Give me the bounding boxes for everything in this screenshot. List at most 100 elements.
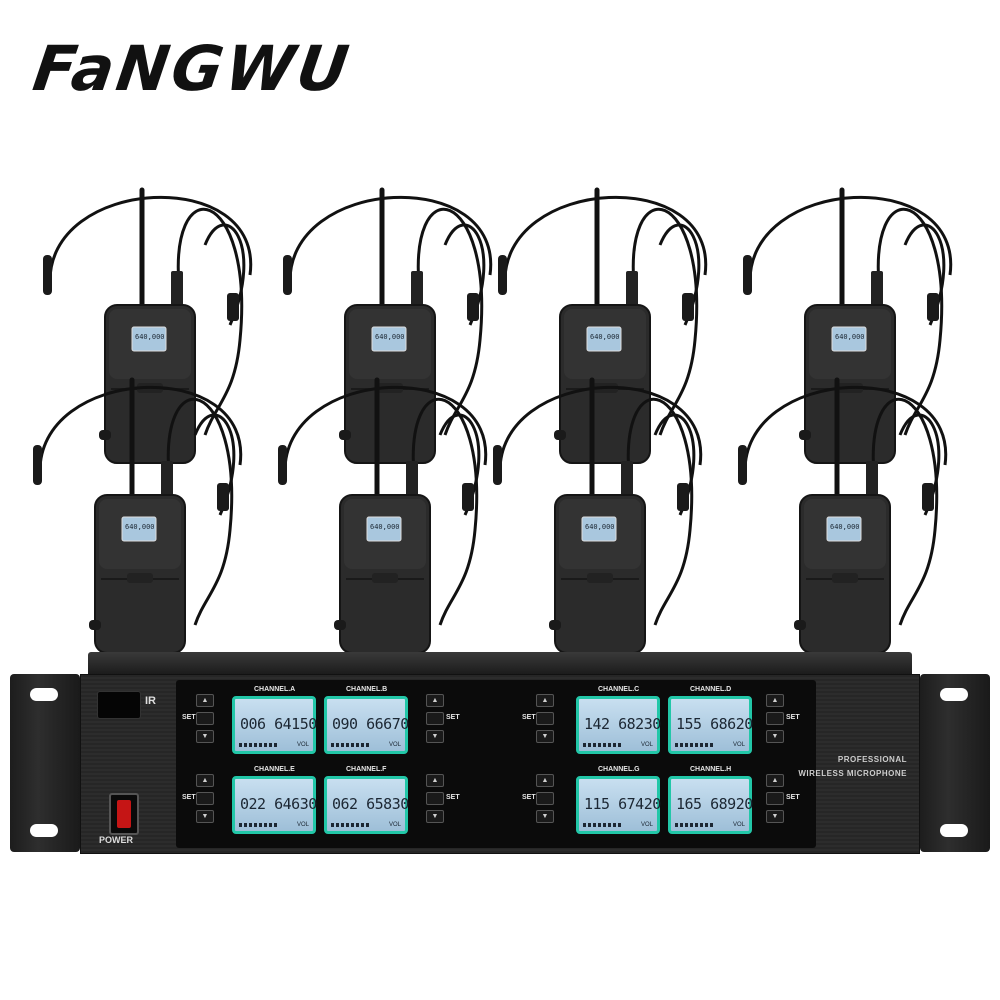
- vol-label: VOL: [388, 822, 401, 828]
- ear-hook: [738, 445, 747, 485]
- lapel-clip: [99, 430, 111, 440]
- down-button[interactable]: ▼: [426, 810, 444, 823]
- battery-latch: [832, 573, 858, 583]
- brand-line-2: WIRELESS MICROPHONE: [798, 769, 907, 778]
- channel-label: CHANNEL.B: [346, 686, 388, 693]
- transmitter-display: 640,000: [125, 523, 155, 531]
- ear-hook: [498, 255, 507, 295]
- up-button[interactable]: ▲: [536, 774, 554, 787]
- mic-connector: [171, 271, 183, 307]
- down-button[interactable]: ▼: [196, 730, 214, 743]
- up-button[interactable]: ▲: [536, 694, 554, 707]
- transmitter-screen: [831, 326, 867, 352]
- receiver-top: [88, 652, 912, 674]
- set-button[interactable]: [766, 712, 784, 725]
- down-button[interactable]: ▼: [196, 810, 214, 823]
- set-label: SET: [522, 794, 536, 801]
- transmitter-screen: [366, 516, 402, 542]
- mic-cable: [411, 397, 479, 626]
- down-button[interactable]: ▼: [766, 810, 784, 823]
- rf-level-bar: [239, 743, 279, 747]
- set-button[interactable]: [536, 712, 554, 725]
- transmitter-display: 640,000: [830, 523, 860, 531]
- rack-ear-right: [920, 674, 990, 852]
- mount-hole: [30, 824, 58, 837]
- mic-cable: [176, 207, 244, 436]
- frequency-readout: 165 68920: [676, 795, 753, 813]
- up-button[interactable]: ▲: [766, 694, 784, 707]
- set-label: SET: [182, 714, 196, 721]
- transmitter-display: 640,000: [590, 333, 620, 341]
- transmitter-screen: [826, 516, 862, 542]
- up-button[interactable]: ▲: [196, 774, 214, 787]
- transmitter-display: 640,000: [375, 333, 405, 341]
- up-button[interactable]: ▲: [426, 774, 444, 787]
- mount-hole: [940, 688, 968, 701]
- ear-hook: [278, 445, 287, 485]
- lapel-clip: [794, 620, 806, 630]
- mic-cable: [631, 207, 699, 436]
- transmitter-display: 640,000: [370, 523, 400, 531]
- up-button[interactable]: ▲: [196, 694, 214, 707]
- mic-boom: [203, 223, 246, 326]
- up-button[interactable]: ▲: [426, 694, 444, 707]
- battery-latch: [372, 573, 398, 583]
- down-button[interactable]: ▼: [426, 730, 444, 743]
- set-label: SET: [446, 794, 460, 801]
- mic-connector: [161, 461, 173, 497]
- set-button[interactable]: [426, 712, 444, 725]
- cable-clip: [227, 293, 239, 321]
- set-label: SET: [446, 714, 460, 721]
- cable-clip: [462, 483, 474, 511]
- power-switch[interactable]: [109, 793, 139, 835]
- up-button[interactable]: ▲: [766, 774, 784, 787]
- battery-latch: [127, 573, 153, 583]
- transmitter-screen: [131, 326, 167, 352]
- lapel-clip: [339, 430, 351, 440]
- rf-level-bar: [675, 823, 715, 827]
- mic-cable: [876, 207, 944, 436]
- frequency-readout: 115 67420: [584, 795, 661, 813]
- mic-connector: [411, 271, 423, 307]
- frequency-readout: 006 64150: [240, 715, 317, 733]
- set-button[interactable]: [196, 792, 214, 805]
- set-button[interactable]: [196, 712, 214, 725]
- transmitter-screen: [371, 326, 407, 352]
- down-button[interactable]: ▼: [536, 730, 554, 743]
- headset-band: [48, 196, 253, 286]
- battery-latch: [587, 573, 613, 583]
- vol-label: VOL: [296, 742, 309, 748]
- headset-band: [283, 386, 488, 476]
- channel-label: CHANNEL.E: [254, 766, 295, 773]
- vol-label: VOL: [296, 822, 309, 828]
- mic-connector: [406, 461, 418, 497]
- down-button[interactable]: ▼: [536, 810, 554, 823]
- power-label: POWER: [99, 835, 134, 845]
- channel-label: CHANNEL.D: [690, 686, 732, 693]
- lapel-clip: [334, 620, 346, 630]
- mic-connector: [626, 271, 638, 307]
- mic-connector: [621, 461, 633, 497]
- mic-boom: [658, 223, 701, 326]
- ir-window: [97, 691, 141, 719]
- mic-boom: [653, 413, 696, 516]
- set-button[interactable]: [426, 792, 444, 805]
- mic-cable: [626, 397, 694, 626]
- mic-cable: [871, 397, 939, 626]
- headset-band: [38, 386, 243, 476]
- set-button[interactable]: [766, 792, 784, 805]
- set-button[interactable]: [536, 792, 554, 805]
- lapel-clip: [549, 620, 561, 630]
- mic-connector: [871, 271, 883, 307]
- vol-label: VOL: [732, 822, 745, 828]
- cable-clip: [217, 483, 229, 511]
- down-button[interactable]: ▼: [766, 730, 784, 743]
- transmitter-display: 640,000: [135, 333, 165, 341]
- transmitter-screen: [121, 516, 157, 542]
